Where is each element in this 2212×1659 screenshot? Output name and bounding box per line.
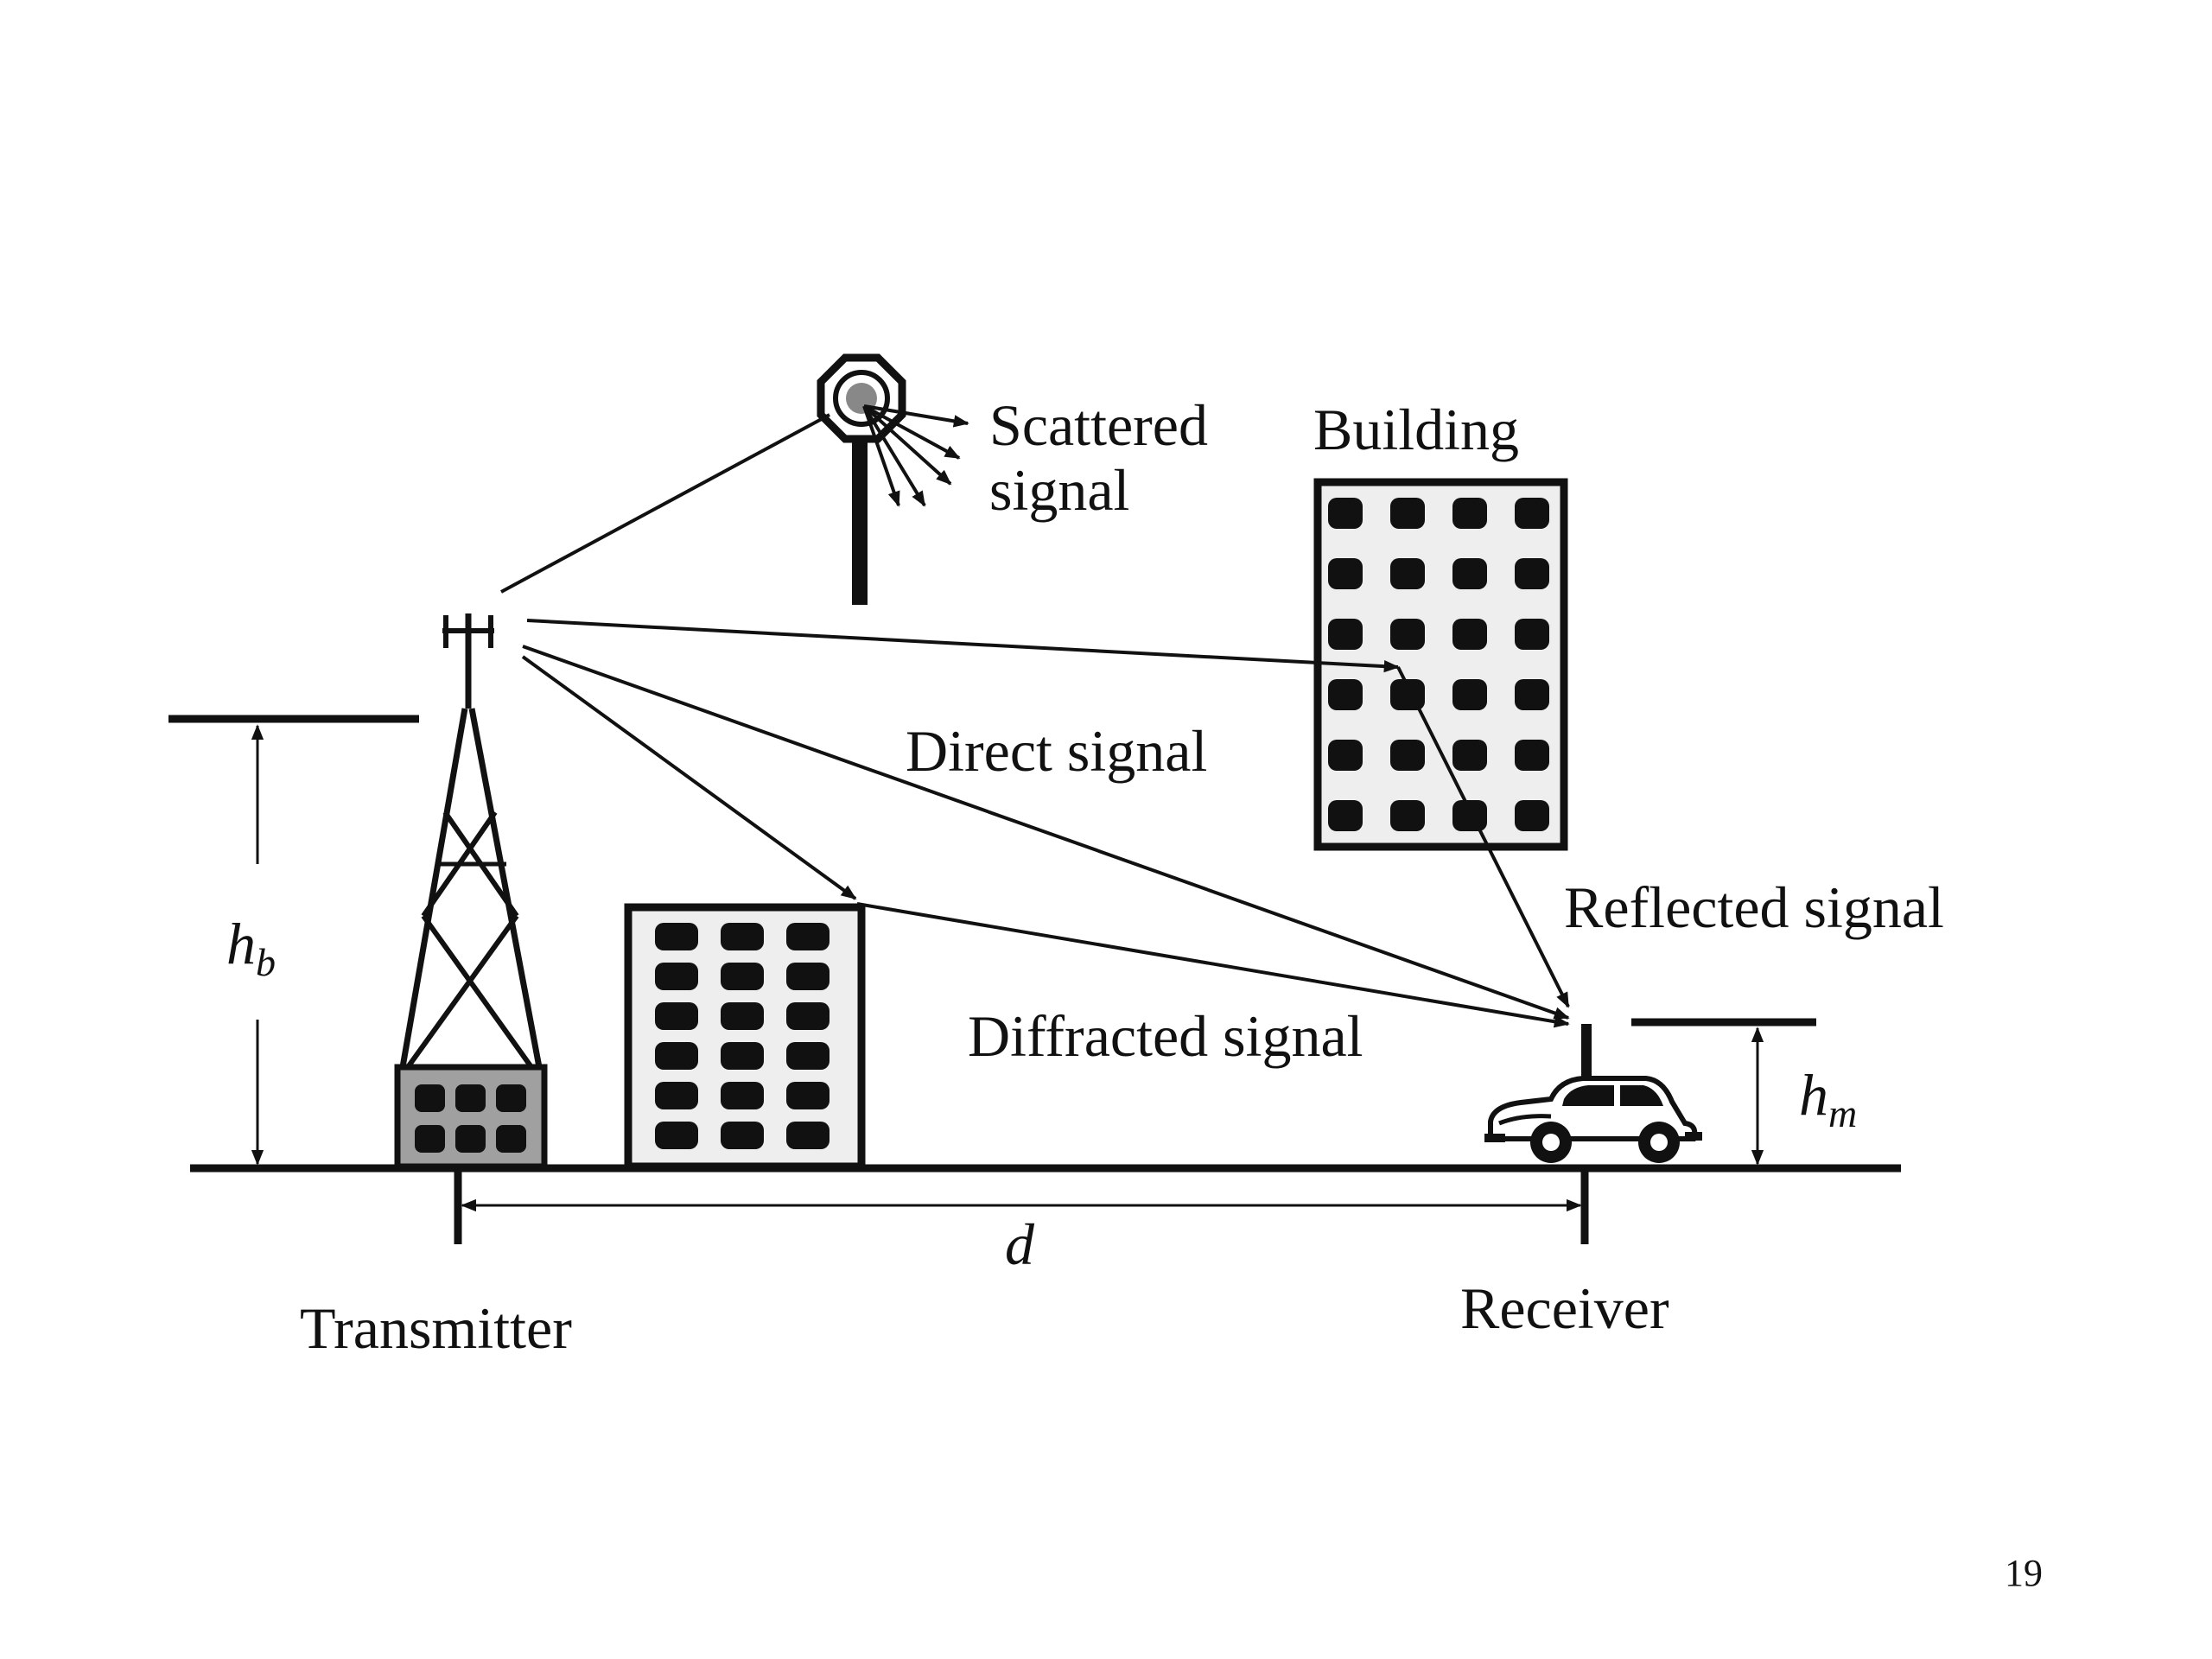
hb-dimension	[168, 715, 419, 1166]
transmitter-tower-icon	[394, 613, 548, 1170]
reflected-signal-label: Reflected signal	[1564, 874, 1944, 940]
building-window	[1515, 679, 1549, 710]
building-window	[1452, 740, 1487, 771]
building-window	[786, 923, 830, 950]
building-window	[655, 1002, 698, 1030]
building-window	[721, 1042, 764, 1070]
building-window	[786, 1122, 830, 1149]
building-window	[1328, 619, 1363, 650]
building-window	[1452, 800, 1487, 831]
direct-signal-label: Direct signal	[906, 718, 1207, 784]
building-window	[655, 1042, 698, 1070]
building-window	[1328, 558, 1363, 589]
building-window	[1452, 498, 1487, 529]
building-window	[786, 1082, 830, 1109]
building-window	[721, 1122, 764, 1149]
building-window	[1515, 740, 1549, 771]
hm-dimension	[1631, 1018, 1816, 1166]
building-window	[1390, 619, 1425, 650]
building-window	[1390, 498, 1425, 529]
building-window	[721, 1002, 764, 1030]
building-window	[655, 963, 698, 990]
building-window	[1515, 619, 1549, 650]
path-reflected-out	[1396, 666, 1570, 1008]
distance-dimension	[454, 1168, 1589, 1244]
building-window	[1515, 558, 1549, 589]
building-window	[1328, 679, 1363, 710]
page-number: 19	[2005, 1552, 2043, 1594]
path-diffracted-out	[856, 902, 1570, 1028]
building-label: Building	[1313, 397, 1519, 462]
path-to-scatterer	[500, 413, 830, 594]
building-window	[786, 1042, 830, 1070]
building-window	[1390, 558, 1425, 589]
scattered-label-line2: signal	[989, 457, 1129, 523]
path-diffracted-incident	[521, 655, 857, 900]
building-window	[1328, 800, 1363, 831]
building-window	[1452, 619, 1487, 650]
distance-label: d	[1005, 1211, 1035, 1277]
building-window	[721, 963, 764, 990]
building-window	[1515, 800, 1549, 831]
building-window	[1328, 498, 1363, 529]
building-window	[1390, 800, 1425, 831]
scattered-label-line1: Scattered	[989, 392, 1208, 458]
car-icon	[1484, 1024, 1702, 1163]
transmitter-label: Transmitter	[300, 1295, 572, 1361]
diffracted-signal-label: Diffracted signal	[968, 1003, 1363, 1069]
building-window	[721, 1082, 764, 1109]
building-window	[1328, 740, 1363, 771]
building-window	[655, 1082, 698, 1109]
building-window	[1515, 498, 1549, 529]
building-window	[1452, 679, 1487, 710]
receiver-label: Receiver	[1460, 1275, 1669, 1341]
path-direct	[522, 645, 1570, 1020]
scatterer-sign-icon	[817, 353, 969, 605]
building-window	[1390, 740, 1425, 771]
hm-label: hm	[1799, 1062, 1857, 1135]
building-window	[786, 1002, 830, 1030]
path-reflected-incident	[526, 619, 1400, 673]
building-window	[655, 923, 698, 950]
building-window	[786, 963, 830, 990]
hb-label: hb	[226, 911, 276, 984]
building-window	[1452, 558, 1487, 589]
short-building-icon	[624, 903, 866, 1171]
building-window	[721, 923, 764, 950]
building-window	[655, 1122, 698, 1149]
signal-paths	[500, 413, 1570, 1028]
